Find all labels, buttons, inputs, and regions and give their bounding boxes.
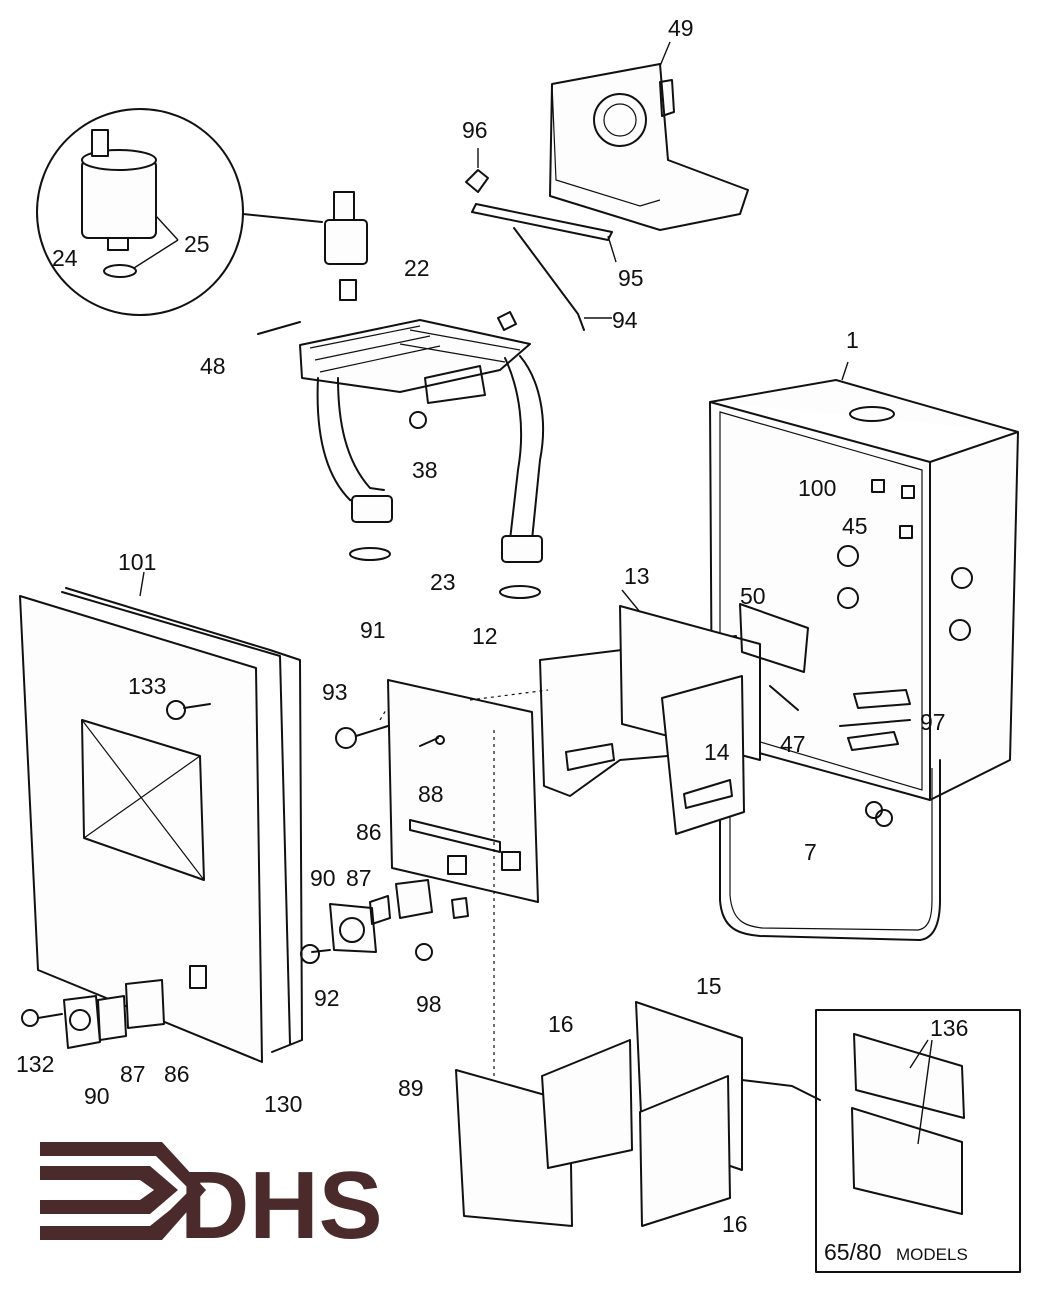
label-100: 100 (798, 475, 836, 501)
insulation-panels (455, 1001, 821, 1227)
control-panel-91 (379, 679, 549, 1140)
models-number: 65/80 (824, 1239, 882, 1265)
dhs-logo: DHS (40, 1142, 383, 1259)
flue-bracket-49 (549, 41, 749, 231)
label-12: 12 (472, 623, 498, 649)
label-96: 96 (462, 117, 488, 143)
label-48: 48 (200, 353, 226, 379)
label-15: 15 (696, 973, 722, 999)
label-50: 50 (740, 583, 766, 609)
label-49: 49 (668, 15, 694, 41)
burner-bracket-13 (539, 589, 911, 835)
label-90-a: 90 (310, 865, 336, 891)
label-47: 47 (780, 731, 806, 757)
label-91: 91 (360, 617, 386, 643)
label-132: 132 (16, 1051, 54, 1077)
label-25: 25 (184, 231, 210, 257)
label-94: 94 (612, 307, 638, 333)
label-88: 88 (418, 781, 444, 807)
label-93: 93 (322, 679, 348, 705)
label-90-b: 90 (84, 1083, 110, 1109)
air-vent-detail-circle (36, 108, 323, 316)
label-87-b: 87 (120, 1061, 146, 1087)
models-word: MODELS (896, 1245, 968, 1264)
label-16-a: 16 (548, 1011, 574, 1037)
label-98: 98 (416, 991, 442, 1017)
label-87-a: 87 (346, 865, 372, 891)
label-92: 92 (314, 985, 340, 1011)
label-7: 7 (804, 839, 817, 865)
heat-exchanger-22 (257, 191, 545, 599)
label-89: 89 (398, 1075, 424, 1101)
label-97: 97 (920, 709, 946, 735)
label-86-b: 86 (164, 1061, 190, 1087)
rail-95-rod-94 (465, 148, 617, 331)
label-24: 24 (52, 245, 78, 271)
label-23: 23 (430, 569, 456, 595)
small-parts (21, 700, 893, 1049)
label-1: 1 (846, 327, 859, 353)
label-86-a: 86 (356, 819, 382, 845)
label-133: 133 (128, 673, 166, 699)
models-caption: 65/80 MODELS (824, 1239, 968, 1265)
dhs-logo-text: DHS (180, 1152, 383, 1259)
label-38: 38 (412, 457, 438, 483)
label-13: 13 (624, 563, 650, 589)
label-22: 22 (404, 255, 430, 281)
label-95: 95 (618, 265, 644, 291)
models-inset-box (815, 1009, 1021, 1273)
label-130: 130 (264, 1091, 302, 1117)
label-16-b: 16 (722, 1211, 748, 1237)
label-101: 101 (118, 549, 156, 575)
label-45: 45 (842, 513, 868, 539)
label-14: 14 (704, 739, 730, 765)
front-case-101 (19, 571, 303, 1063)
part-number-labels: 49 96 24 25 22 95 94 48 1 38 100 45 101 … (16, 15, 968, 1237)
label-136: 136 (930, 1015, 968, 1041)
